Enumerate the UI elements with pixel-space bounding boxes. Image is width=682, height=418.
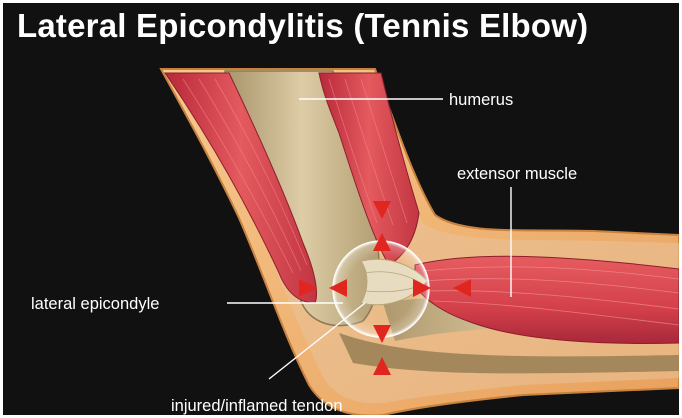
label-lateral-epicondyle: lateral epicondyle: [31, 295, 159, 313]
elbow-illustration: humerus extensor muscle lateral epicondy…: [3, 3, 682, 418]
label-extensor-muscle: extensor muscle: [457, 165, 577, 183]
label-injured-tendon: injured/inflamed tendon: [171, 397, 343, 415]
label-humerus: humerus: [449, 91, 513, 109]
